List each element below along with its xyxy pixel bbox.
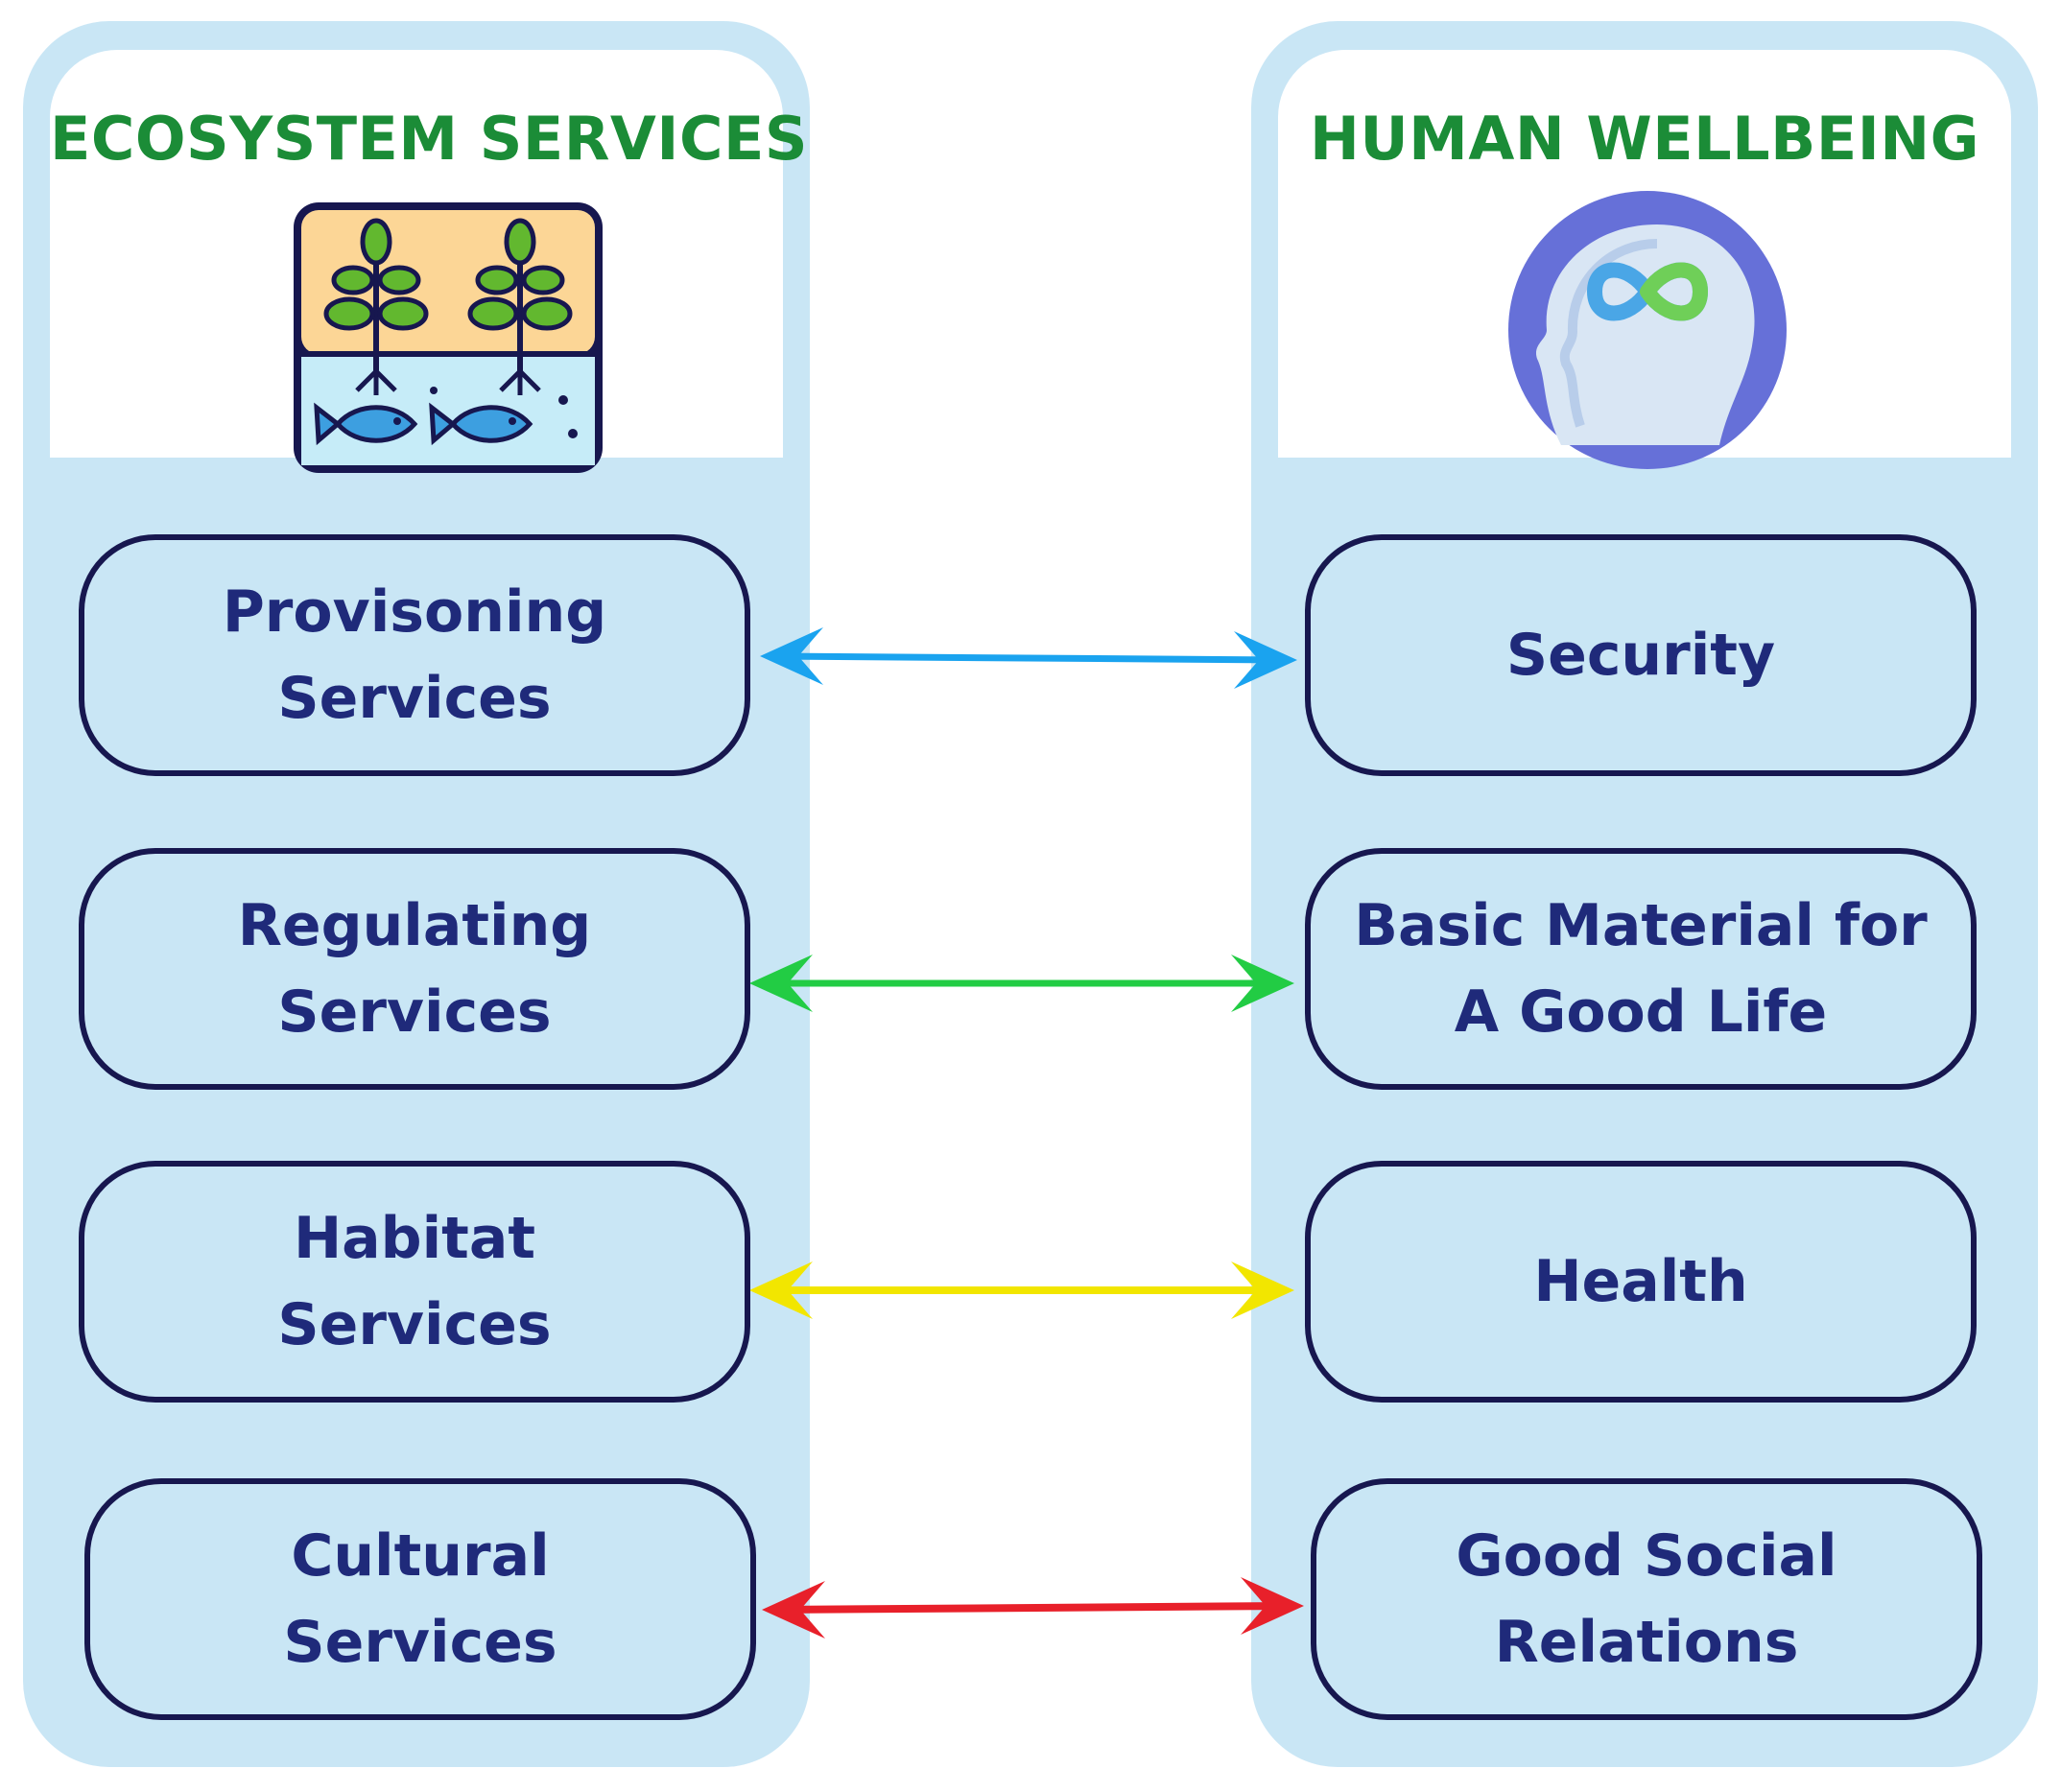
- node-cultural-services: Cultural Services: [84, 1478, 756, 1720]
- node-label: Habitat Services: [277, 1205, 552, 1358]
- node-security: Security: [1305, 534, 1977, 776]
- node-regulating-services: Regulating Services: [79, 848, 750, 1090]
- node-habitat-services: Habitat Services: [79, 1161, 750, 1403]
- node-label: Cultural Services: [283, 1522, 557, 1676]
- node-label: Health: [1533, 1248, 1748, 1315]
- arrow-regulating-basic-material: [749, 955, 1294, 1012]
- arrow-habitat-health: [749, 1261, 1294, 1319]
- node-health: Health: [1305, 1161, 1977, 1403]
- human-wellbeing-header: HUMAN WELLBEING: [1278, 50, 2011, 469]
- node-provisioning-services: Provisoning Services: [79, 534, 750, 776]
- arrow-cultural-social-relations: [762, 1577, 1304, 1639]
- node-label: Good Social Relations: [1456, 1522, 1837, 1676]
- ecosystem-services-title: ECOSYSTEM SERVICES: [50, 104, 808, 174]
- node-label: Provisoning Services: [222, 578, 607, 732]
- head-infinity-icon: [1504, 186, 1791, 478]
- node-label: Regulating Services: [237, 892, 592, 1046]
- arrow-provisioning-security: [760, 627, 1297, 689]
- node-good-social-relations: Good Social Relations: [1311, 1478, 1982, 1720]
- human-wellbeing-title: HUMAN WELLBEING: [1309, 104, 1980, 174]
- plants-fish-ecosystem-icon: [290, 199, 606, 481]
- ecosystem-services-header: ECOSYSTEM SERVICES: [50, 50, 808, 473]
- node-label: Basic Material for A Good Life: [1354, 892, 1928, 1046]
- node-basic-material-good-life: Basic Material for A Good Life: [1305, 848, 1977, 1090]
- node-label: Security: [1505, 622, 1776, 689]
